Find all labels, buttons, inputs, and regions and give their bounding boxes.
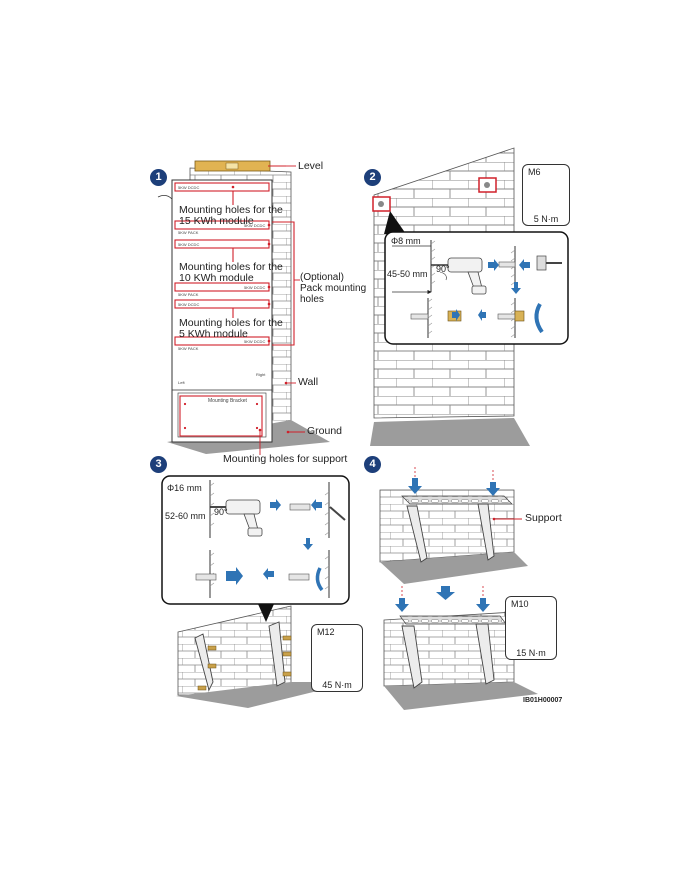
wall-label: Wall [298,376,319,388]
step1-wall-scene [157,160,330,455]
step3-bolt-size: M12 [317,627,335,637]
template-mark: 5KW DCDC [178,185,200,190]
step3-torque: 45 N·m [322,680,352,690]
holes-10kwh-label: Mounting holes for the 10 KWh module [179,261,283,284]
template-mark: 5KW DCDC [178,302,200,307]
step2-torque-box: M6 5 N·m [522,164,570,226]
step2-torque: 5 N·m [533,214,559,224]
level-label: Level [298,160,324,172]
ground-label: Ground [307,425,343,437]
step2-diameter: Φ8 mm [391,236,421,246]
optional-holes-label: (Optional) Pack mounting holes [300,272,367,305]
step3-angle: 90° [214,507,228,517]
step3-diameter: Φ16 mm [167,483,202,493]
template-mark: 5KW DCDC [244,285,266,290]
step-badge-1: 1 [150,169,167,186]
step-badge-4: 4 [364,456,381,473]
step-badge-3: 3 [150,456,167,473]
step4-wall-scene [379,467,538,710]
template-mark: 5KW DCDC [244,223,266,228]
holes-15kwh-label: Mounting holes for the 15 KWh module [179,204,283,227]
holes-5kwh-label: Mounting holes for the 5 KWh module [179,317,283,340]
step4-torque-box: M10 15 N·m [505,596,557,660]
step2-bolt-size: M6 [528,167,541,177]
step-badge-2: 2 [364,169,381,186]
template-mark: 5KW PACK [178,346,199,351]
step3-wall-scene [161,475,354,708]
step3-depth: 52-60 mm [165,511,206,521]
step2-angle: 90° [436,264,450,274]
step2-wall-scene [370,147,569,446]
step3-torque-box: M12 45 N·m [311,624,363,692]
template-mark: 5KW DCDC [178,242,200,247]
template-mark: Right [256,372,266,377]
template-mark: Left [178,380,185,385]
support-label: Support [525,512,562,524]
step4-torque: 15 N·m [516,648,546,658]
step4-bolt-size: M10 [511,599,529,609]
template-mark: 5KW PACK [178,292,199,297]
template-mark: 5KW PACK [178,230,199,235]
template-mark: Mounting Bracket [208,398,247,404]
document-code: IB01H00007 [523,697,563,704]
template-mark: 5KW DCDC [244,339,266,344]
support-holes-label: Mounting holes for support [223,453,348,465]
step2-depth: 45-50 mm [387,269,428,279]
